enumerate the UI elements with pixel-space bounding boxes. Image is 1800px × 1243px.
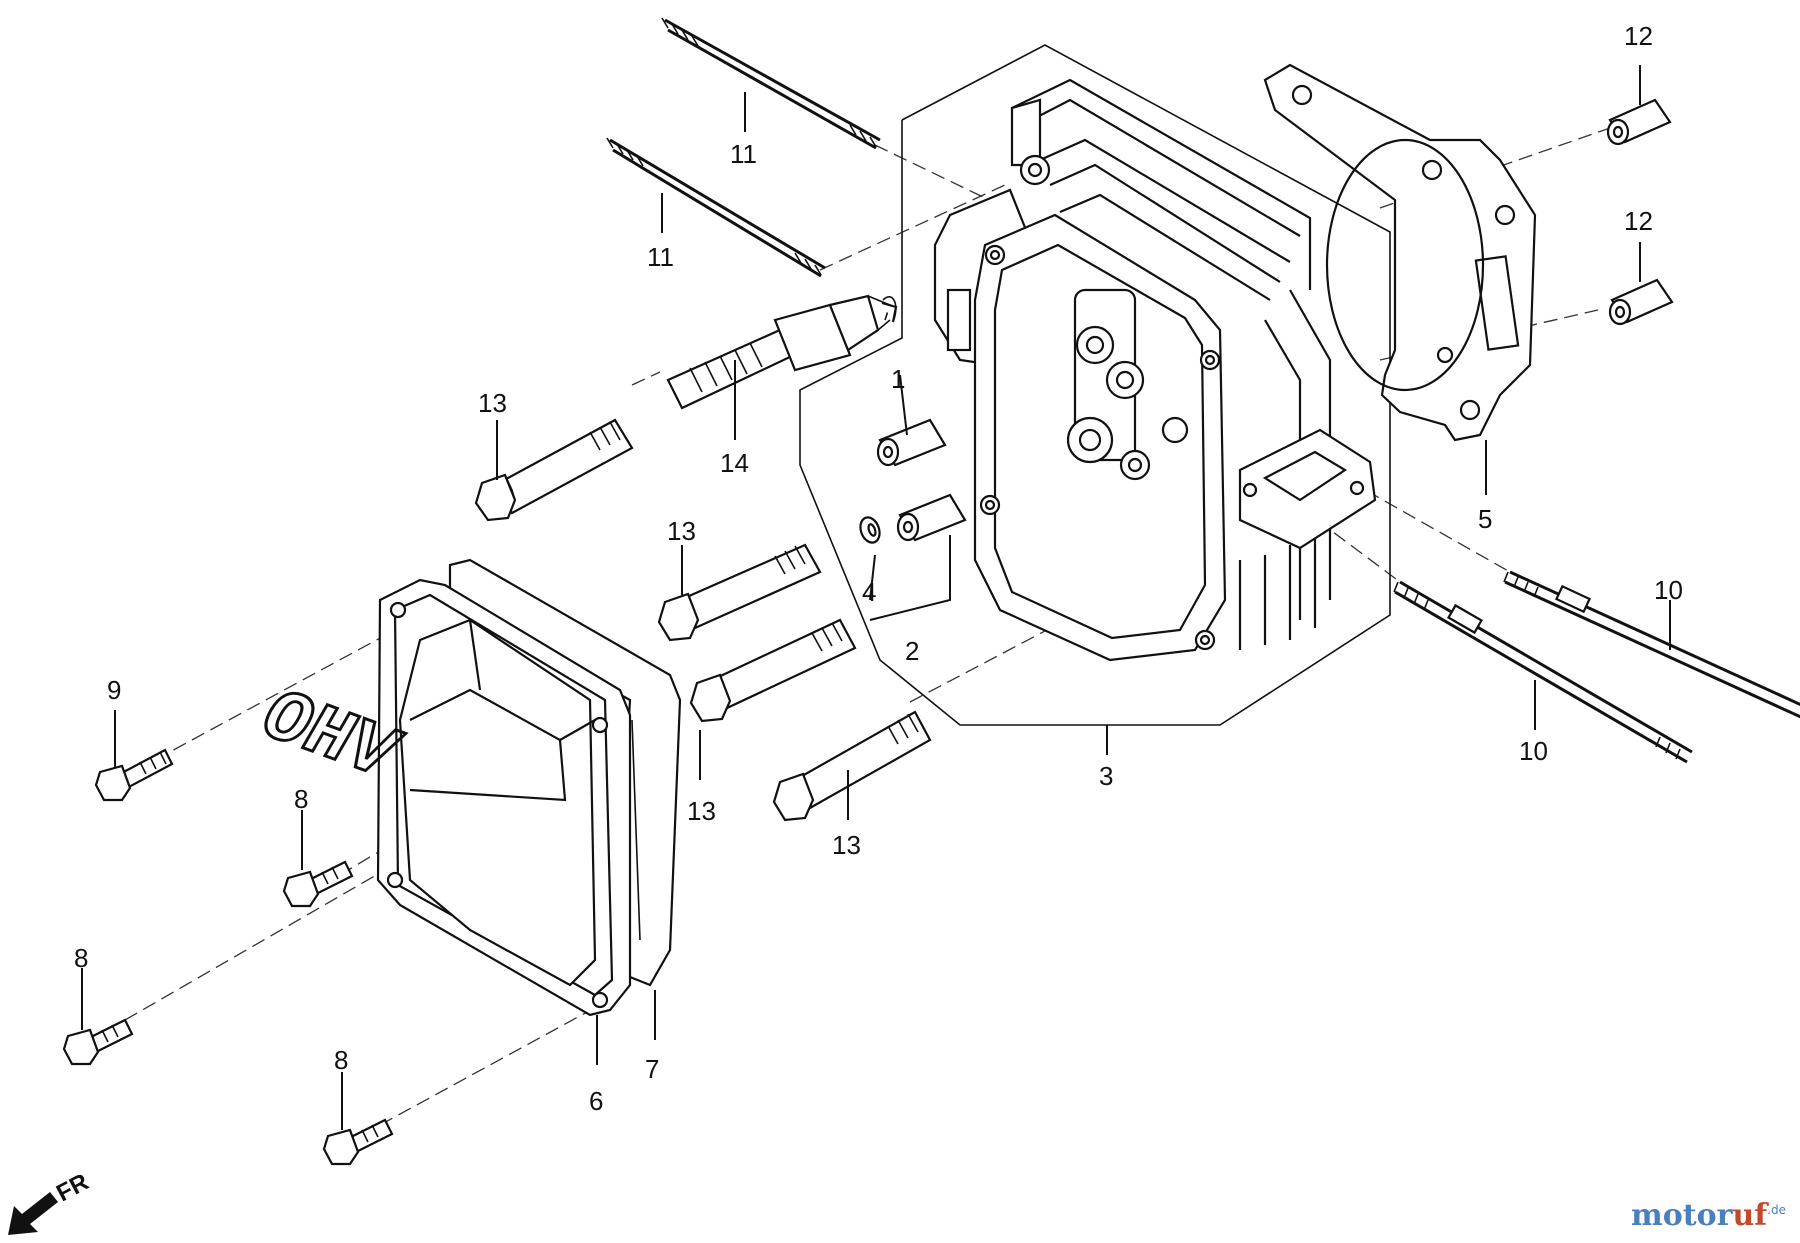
cylinder-head-gasket [1263, 63, 1537, 442]
callout-11-lower: 11 [647, 242, 674, 272]
bolt-9 [94, 748, 174, 802]
stud-bolt-right-lower [1393, 580, 1693, 764]
callout-11-upper: 11 [730, 139, 757, 169]
callout-8-upper: 8 [294, 784, 308, 814]
spark-plug [666, 294, 898, 410]
valve-guide-upper [876, 418, 947, 467]
front-label: FR [52, 1168, 93, 1207]
callout-4: 4 [862, 577, 876, 607]
stud-bolt-upper-left [661, 17, 881, 150]
callout-14: 14 [720, 448, 749, 478]
dowel-pin-upper [1606, 98, 1672, 146]
callout-12-lower: 12 [1624, 206, 1653, 236]
callout-13-b: 13 [667, 516, 696, 546]
flange-bolt-middle-2 [689, 618, 857, 723]
valve-guide-lower [896, 493, 967, 542]
callout-7: 7 [645, 1054, 659, 1084]
bolt-8-upper [282, 860, 354, 908]
bolt-8-middle [62, 1018, 134, 1066]
flange-bolt-upper [474, 418, 634, 522]
callout-3: 3 [1099, 761, 1113, 791]
flange-bolt-lower [772, 710, 932, 822]
leader-lines [81, 65, 1671, 1130]
stud-bolt-right-upper [1503, 570, 1800, 719]
callout-6: 6 [589, 1086, 603, 1116]
callout-13-c: 13 [687, 796, 716, 826]
callout-12-upper: 12 [1624, 21, 1653, 51]
callout-13-a: 13 [478, 388, 507, 418]
bolt-8-lower [322, 1118, 394, 1166]
callout-10-lower: 10 [1519, 736, 1548, 766]
callout-8-lower: 8 [334, 1045, 348, 1075]
cylinder-head-assy-outline [799, 44, 1391, 726]
valve-guide-clip [859, 516, 881, 544]
front-direction-marker: FR [8, 1168, 93, 1235]
centerlines [124, 127, 1611, 1126]
cylinder-head [933, 78, 1377, 662]
callout-2: 2 [905, 636, 919, 666]
callouts: 11 11 12 12 5 10 10 3 1 4 2 13 14 13 13 … [74, 21, 1683, 1116]
callout-8-middle: 8 [74, 943, 88, 973]
callout-13-d: 13 [832, 830, 861, 860]
callout-5: 5 [1478, 504, 1492, 534]
stud-bolt-lower-left [606, 137, 826, 278]
callout-1: 1 [891, 364, 905, 394]
dowel-pin-lower [1608, 278, 1674, 326]
callout-9: 9 [107, 675, 121, 705]
callout-10-upper: 10 [1654, 575, 1683, 605]
watermark-logo: motoruf.de [1631, 1198, 1786, 1233]
flange-bolt-middle-1 [657, 543, 822, 642]
